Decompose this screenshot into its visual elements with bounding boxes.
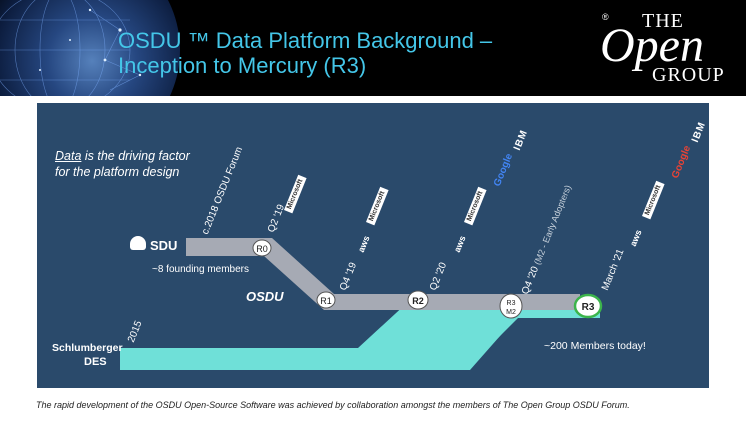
osdu-label: OSDU	[246, 289, 284, 304]
driving-rest: is the driving factor	[81, 149, 190, 163]
registered-mark: ®	[602, 12, 609, 22]
slide-caption: The rapid development of the OSDU Open-S…	[36, 400, 630, 410]
des-track	[120, 302, 600, 370]
slide-header: OSDU ™ Data Platform Background – Incept…	[0, 0, 746, 96]
title-line-2: Inception to Mercury (R3)	[118, 53, 367, 78]
release-badge-r1	[316, 291, 336, 309]
slide-title: OSDU ™ Data Platform Background – Incept…	[118, 28, 548, 78]
release-label-r3: R3	[582, 302, 595, 313]
title-line-1: OSDU ™ Data Platform Background –	[118, 28, 493, 53]
des-label: DES	[84, 356, 107, 368]
release-badge-r3-m2	[499, 293, 523, 319]
release-label-r0: R0	[256, 244, 268, 254]
driving-factor-note: Data is the driving factor for the platf…	[55, 148, 190, 180]
release-label-r1: R1	[320, 296, 332, 306]
logo-group: GROUP	[652, 64, 725, 86]
logo-the: THE	[642, 10, 684, 32]
release-badge-r0	[252, 239, 272, 257]
globe-network-graphic	[0, 0, 142, 96]
driving-line-2: for the platform design	[55, 165, 180, 179]
release-label-r2: R2	[412, 296, 424, 306]
shell-logo-icon	[130, 236, 146, 250]
sdu-track	[186, 238, 580, 310]
founding-members: ~8 founding members	[152, 264, 250, 275]
release-label-r3-m2-b: M2	[506, 309, 516, 316]
des-track-lower-loop	[370, 302, 530, 370]
driving-word: Data	[55, 149, 82, 163]
release-badge-r2	[407, 290, 429, 310]
open-group-logo: ® THE Open GROUP	[596, 10, 736, 88]
logo-open: Open	[600, 19, 704, 72]
release-label-r3-m2-a: R3	[507, 300, 516, 307]
schlumberger-label: Schlumberger	[52, 342, 123, 354]
release-badge-r3	[573, 293, 603, 319]
members-today: ~200 Members today!	[544, 340, 646, 352]
sdu-label: SDU	[150, 238, 178, 253]
